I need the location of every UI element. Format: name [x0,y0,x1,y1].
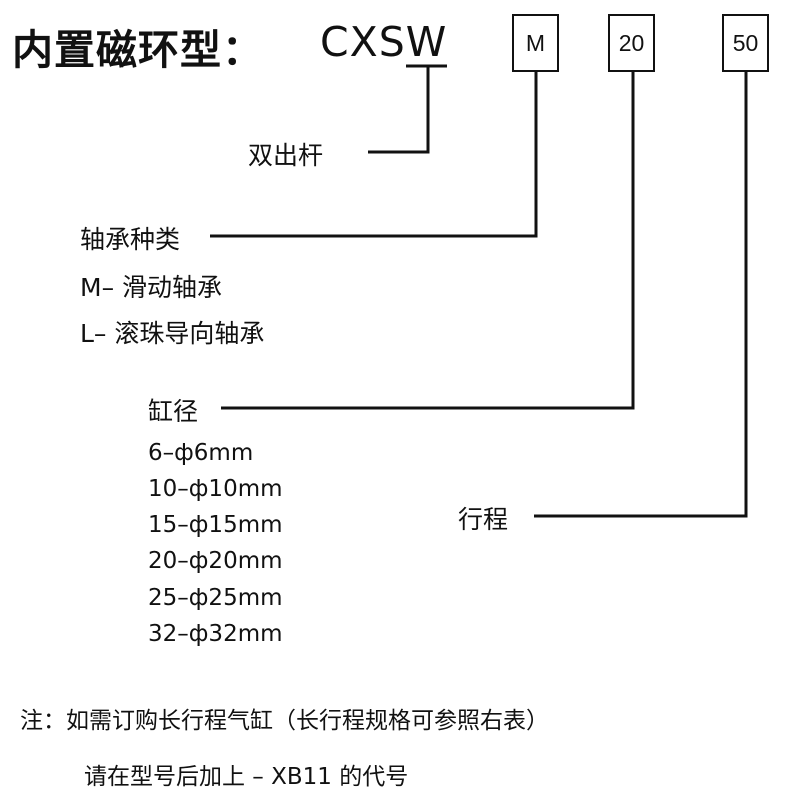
code-box-bore: 20 [608,14,655,72]
bearing-label: 轴承种类 [80,225,181,254]
leader-stroke [534,72,748,518]
code-box-bearing: M [512,14,559,72]
bore-option: 10–ф10mm [148,476,283,502]
code-box-stroke: 50 [722,14,769,72]
stroke-label: 行程 [458,505,509,534]
note-line: 请在型号后加上 – XB11 的代号 [84,764,409,790]
leader-double-rod [368,66,430,154]
bearing-option: L– 滚珠导向轴承 [80,319,265,348]
note-line: 注：如需订购长行程气缸（长行程规格可参照右表） [20,708,549,734]
leader-bore [221,72,635,410]
page-title: 内置磁环型： [12,26,264,74]
bore-option: 20–ф20mm [148,548,283,574]
bearing-option: M– 滑动轴承 [80,273,223,302]
bore-option: 25–ф25mm [148,585,283,611]
bore-option: 15–ф15mm [148,512,283,538]
model-code: CXSW [320,18,448,66]
bore-label: 缸径 [148,397,199,426]
bore-option: 32–ф32mm [148,621,283,647]
bore-option: 6–ф6mm [148,440,254,466]
double-rod-label: 双出杆 [248,141,324,170]
leader-bearing [210,72,538,238]
